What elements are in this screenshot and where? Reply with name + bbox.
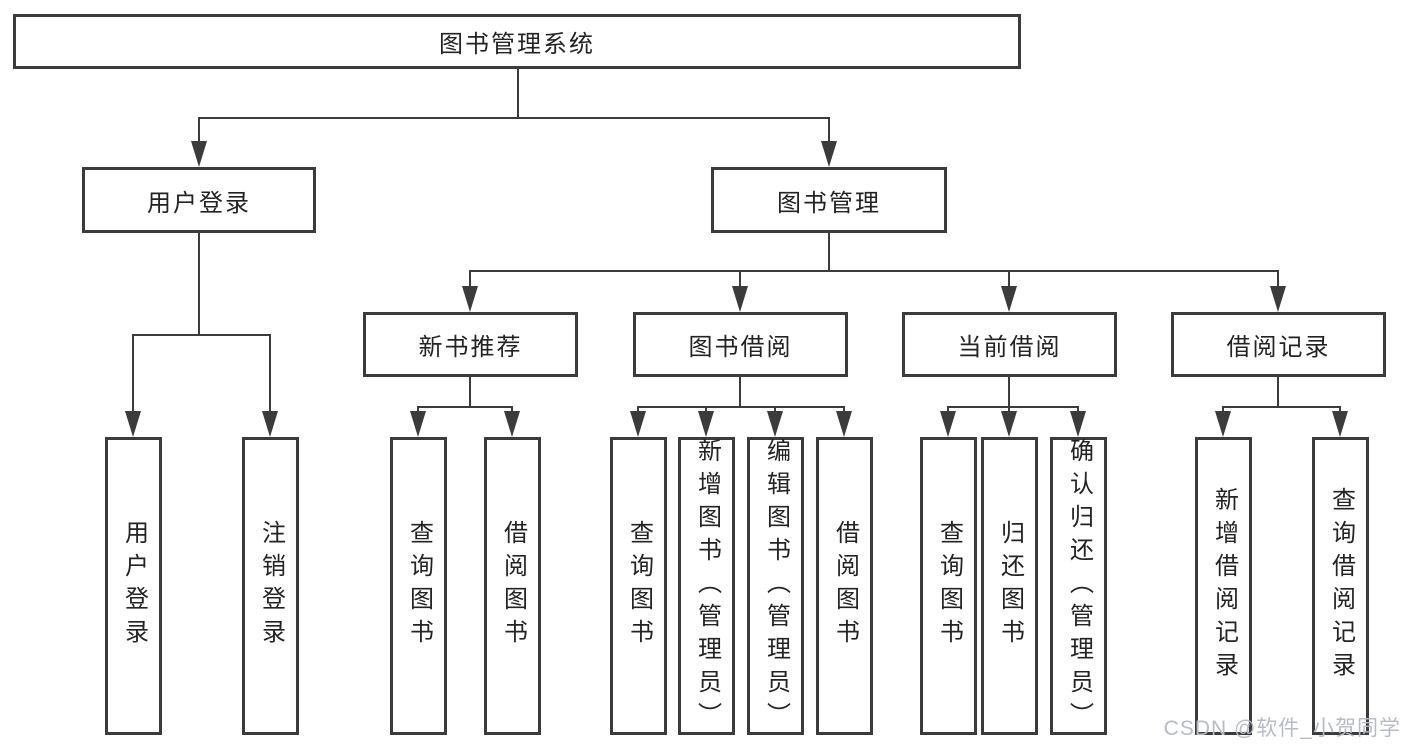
arrow-down-icon — [698, 411, 714, 437]
watermark-text: CSDN @软件_小贺同学 — [1163, 717, 1401, 740]
connector-line — [1008, 406, 1010, 413]
connector-line — [774, 406, 776, 413]
node-leaf-edit-book: 编辑图书（管理员） — [747, 437, 804, 735]
connector-line — [517, 69, 519, 118]
node-root: 图书管理系统 — [13, 14, 1021, 69]
node-leaf-borrow-books-2-label: 借阅图书 — [831, 520, 859, 652]
connector-line — [511, 406, 513, 413]
node-root-label: 图书管理系统 — [439, 31, 595, 58]
connector-line — [739, 377, 741, 408]
connector-line — [269, 334, 271, 413]
connector-line — [132, 334, 271, 336]
arrow-down-icon — [125, 411, 141, 437]
arrow-down-icon — [1270, 286, 1286, 312]
node-leaf-confirm-return-label: 确认归还（管理员） — [1065, 437, 1093, 735]
node-leaf-add-book-label: 新增图书（管理员） — [693, 437, 721, 735]
connector-line — [1277, 270, 1279, 288]
connector-line — [1077, 406, 1079, 413]
node-leaf-query-borrow-record-label: 查询借阅记录 — [1327, 487, 1355, 685]
node-leaf-confirm-return: 确认归还（管理员） — [1050, 437, 1107, 735]
connector-line — [739, 270, 741, 288]
arrow-down-icon — [836, 411, 852, 437]
arrow-down-icon — [940, 411, 956, 437]
connector-line — [843, 406, 845, 413]
node-leaf-borrow-books-1: 借阅图书 — [484, 437, 541, 735]
arrow-down-icon — [821, 141, 837, 167]
connector-line — [1339, 406, 1341, 413]
connector-line — [1008, 377, 1010, 408]
node-borrow-records-label: 借阅记录 — [1226, 334, 1331, 361]
node-leaf-borrow-books-1-label: 借阅图书 — [499, 520, 527, 652]
node-leaf-query-books-2: 查询图书 — [610, 437, 667, 735]
arrow-down-icon — [1215, 411, 1231, 437]
arrow-down-icon — [262, 411, 278, 437]
arrow-down-icon — [767, 411, 783, 437]
connector-line — [198, 117, 830, 119]
connector-line — [469, 377, 471, 408]
connector-line — [1222, 406, 1224, 413]
node-leaf-borrow-books-2: 借阅图书 — [816, 437, 873, 735]
node-leaf-add-borrow-record: 新增借阅记录 — [1195, 437, 1252, 735]
node-leaf-edit-book-label: 编辑图书（管理员） — [762, 437, 790, 735]
node-borrow-records: 借阅记录 — [1171, 312, 1386, 377]
node-leaf-query-books-2-label: 查询图书 — [625, 520, 653, 652]
connector-line — [1222, 406, 1341, 408]
node-new-book-rec-label: 新书推荐 — [418, 334, 523, 361]
node-leaf-query-books-3-label: 查询图书 — [935, 520, 963, 652]
arrow-down-icon — [630, 411, 646, 437]
node-leaf-add-book: 新增图书（管理员） — [678, 437, 735, 735]
node-book-borrow-label: 图书借阅 — [688, 334, 793, 361]
connector-line — [417, 406, 513, 408]
node-leaf-user-login-label: 用户登录 — [120, 520, 148, 652]
node-current-borrow: 当前借阅 — [902, 312, 1117, 377]
node-leaf-query-books-3: 查询图书 — [920, 437, 977, 735]
node-user-login-label: 用户登录 — [147, 189, 251, 217]
arrow-down-icon — [462, 286, 478, 312]
connector-line — [828, 117, 830, 143]
arrow-down-icon — [410, 411, 426, 437]
connector-line — [469, 270, 471, 288]
node-book-borrow: 图书借阅 — [633, 312, 848, 377]
node-user-login: 用户登录 — [82, 167, 316, 233]
node-leaf-query-books-1: 查询图书 — [390, 437, 447, 735]
arrow-down-icon — [504, 411, 520, 437]
node-leaf-user-login: 用户登录 — [105, 437, 162, 735]
node-current-borrow-label: 当前借阅 — [957, 334, 1062, 361]
connector-line — [469, 270, 1279, 272]
node-leaf-return-book: 归还图书 — [981, 437, 1038, 735]
arrow-down-icon — [1070, 411, 1086, 437]
arrow-down-icon — [191, 141, 207, 167]
connector-line — [947, 406, 949, 413]
node-leaf-add-borrow-record-label: 新增借阅记录 — [1210, 487, 1238, 685]
node-leaf-return-book-label: 归还图书 — [996, 520, 1024, 652]
node-book-mgmt-label: 图书管理 — [777, 189, 881, 217]
arrow-down-icon — [1001, 286, 1017, 312]
connector-line — [1277, 377, 1279, 408]
connector-line — [198, 117, 200, 143]
connector-line — [417, 406, 419, 413]
connector-line — [132, 334, 134, 413]
node-leaf-query-borrow-record: 查询借阅记录 — [1312, 437, 1369, 735]
connector-line — [637, 406, 639, 413]
node-leaf-query-books-1-label: 查询图书 — [405, 520, 433, 652]
node-leaf-logout: 注销登录 — [242, 437, 299, 735]
connector-line — [1008, 270, 1010, 288]
connector-line — [637, 406, 845, 408]
connector-line — [705, 406, 707, 413]
arrow-down-icon — [732, 286, 748, 312]
connector-line — [828, 233, 830, 272]
connector-line — [947, 406, 1079, 408]
node-book-mgmt: 图书管理 — [711, 167, 947, 233]
arrow-down-icon — [1001, 411, 1017, 437]
arrow-down-icon — [1332, 411, 1348, 437]
node-leaf-logout-label: 注销登录 — [257, 520, 285, 652]
connector-line — [198, 233, 200, 336]
node-new-book-rec: 新书推荐 — [363, 312, 578, 377]
